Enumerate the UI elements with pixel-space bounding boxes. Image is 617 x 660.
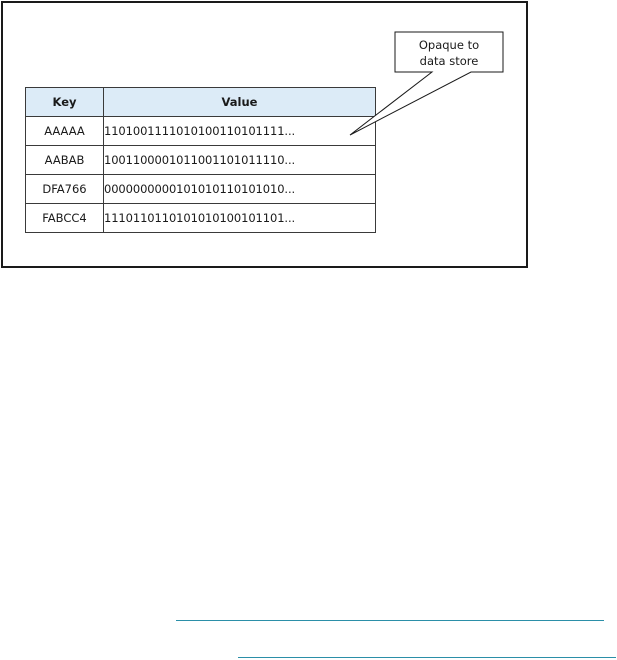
table-row: FABCC4 1110110110101010100101101... <box>25 203 376 233</box>
link-underline <box>238 657 616 658</box>
link-underline <box>176 620 604 621</box>
key-column-header: Key <box>25 87 104 117</box>
key-value-table: Key Value AAAAA 110100111101010011010111… <box>25 87 376 233</box>
row-value-cell: 1101001111010100110101111... <box>103 116 376 146</box>
row-key-cell: AABAB <box>25 145 104 175</box>
callout-outline <box>349 31 504 136</box>
table-header-row: Key Value <box>25 87 376 117</box>
table-row: AAAAA 1101001111010100110101111... <box>25 116 376 146</box>
row-value-cell: 1110110110101010100101101... <box>103 203 376 233</box>
row-key-cell: FABCC4 <box>25 203 104 233</box>
table-row: DFA766 0000000000101010110101010... <box>25 174 376 204</box>
row-value-cell: 0000000000101010110101010... <box>103 174 376 204</box>
callout-label: Opaque to data store <box>418 38 480 68</box>
value-column-header: Value <box>103 87 376 117</box>
